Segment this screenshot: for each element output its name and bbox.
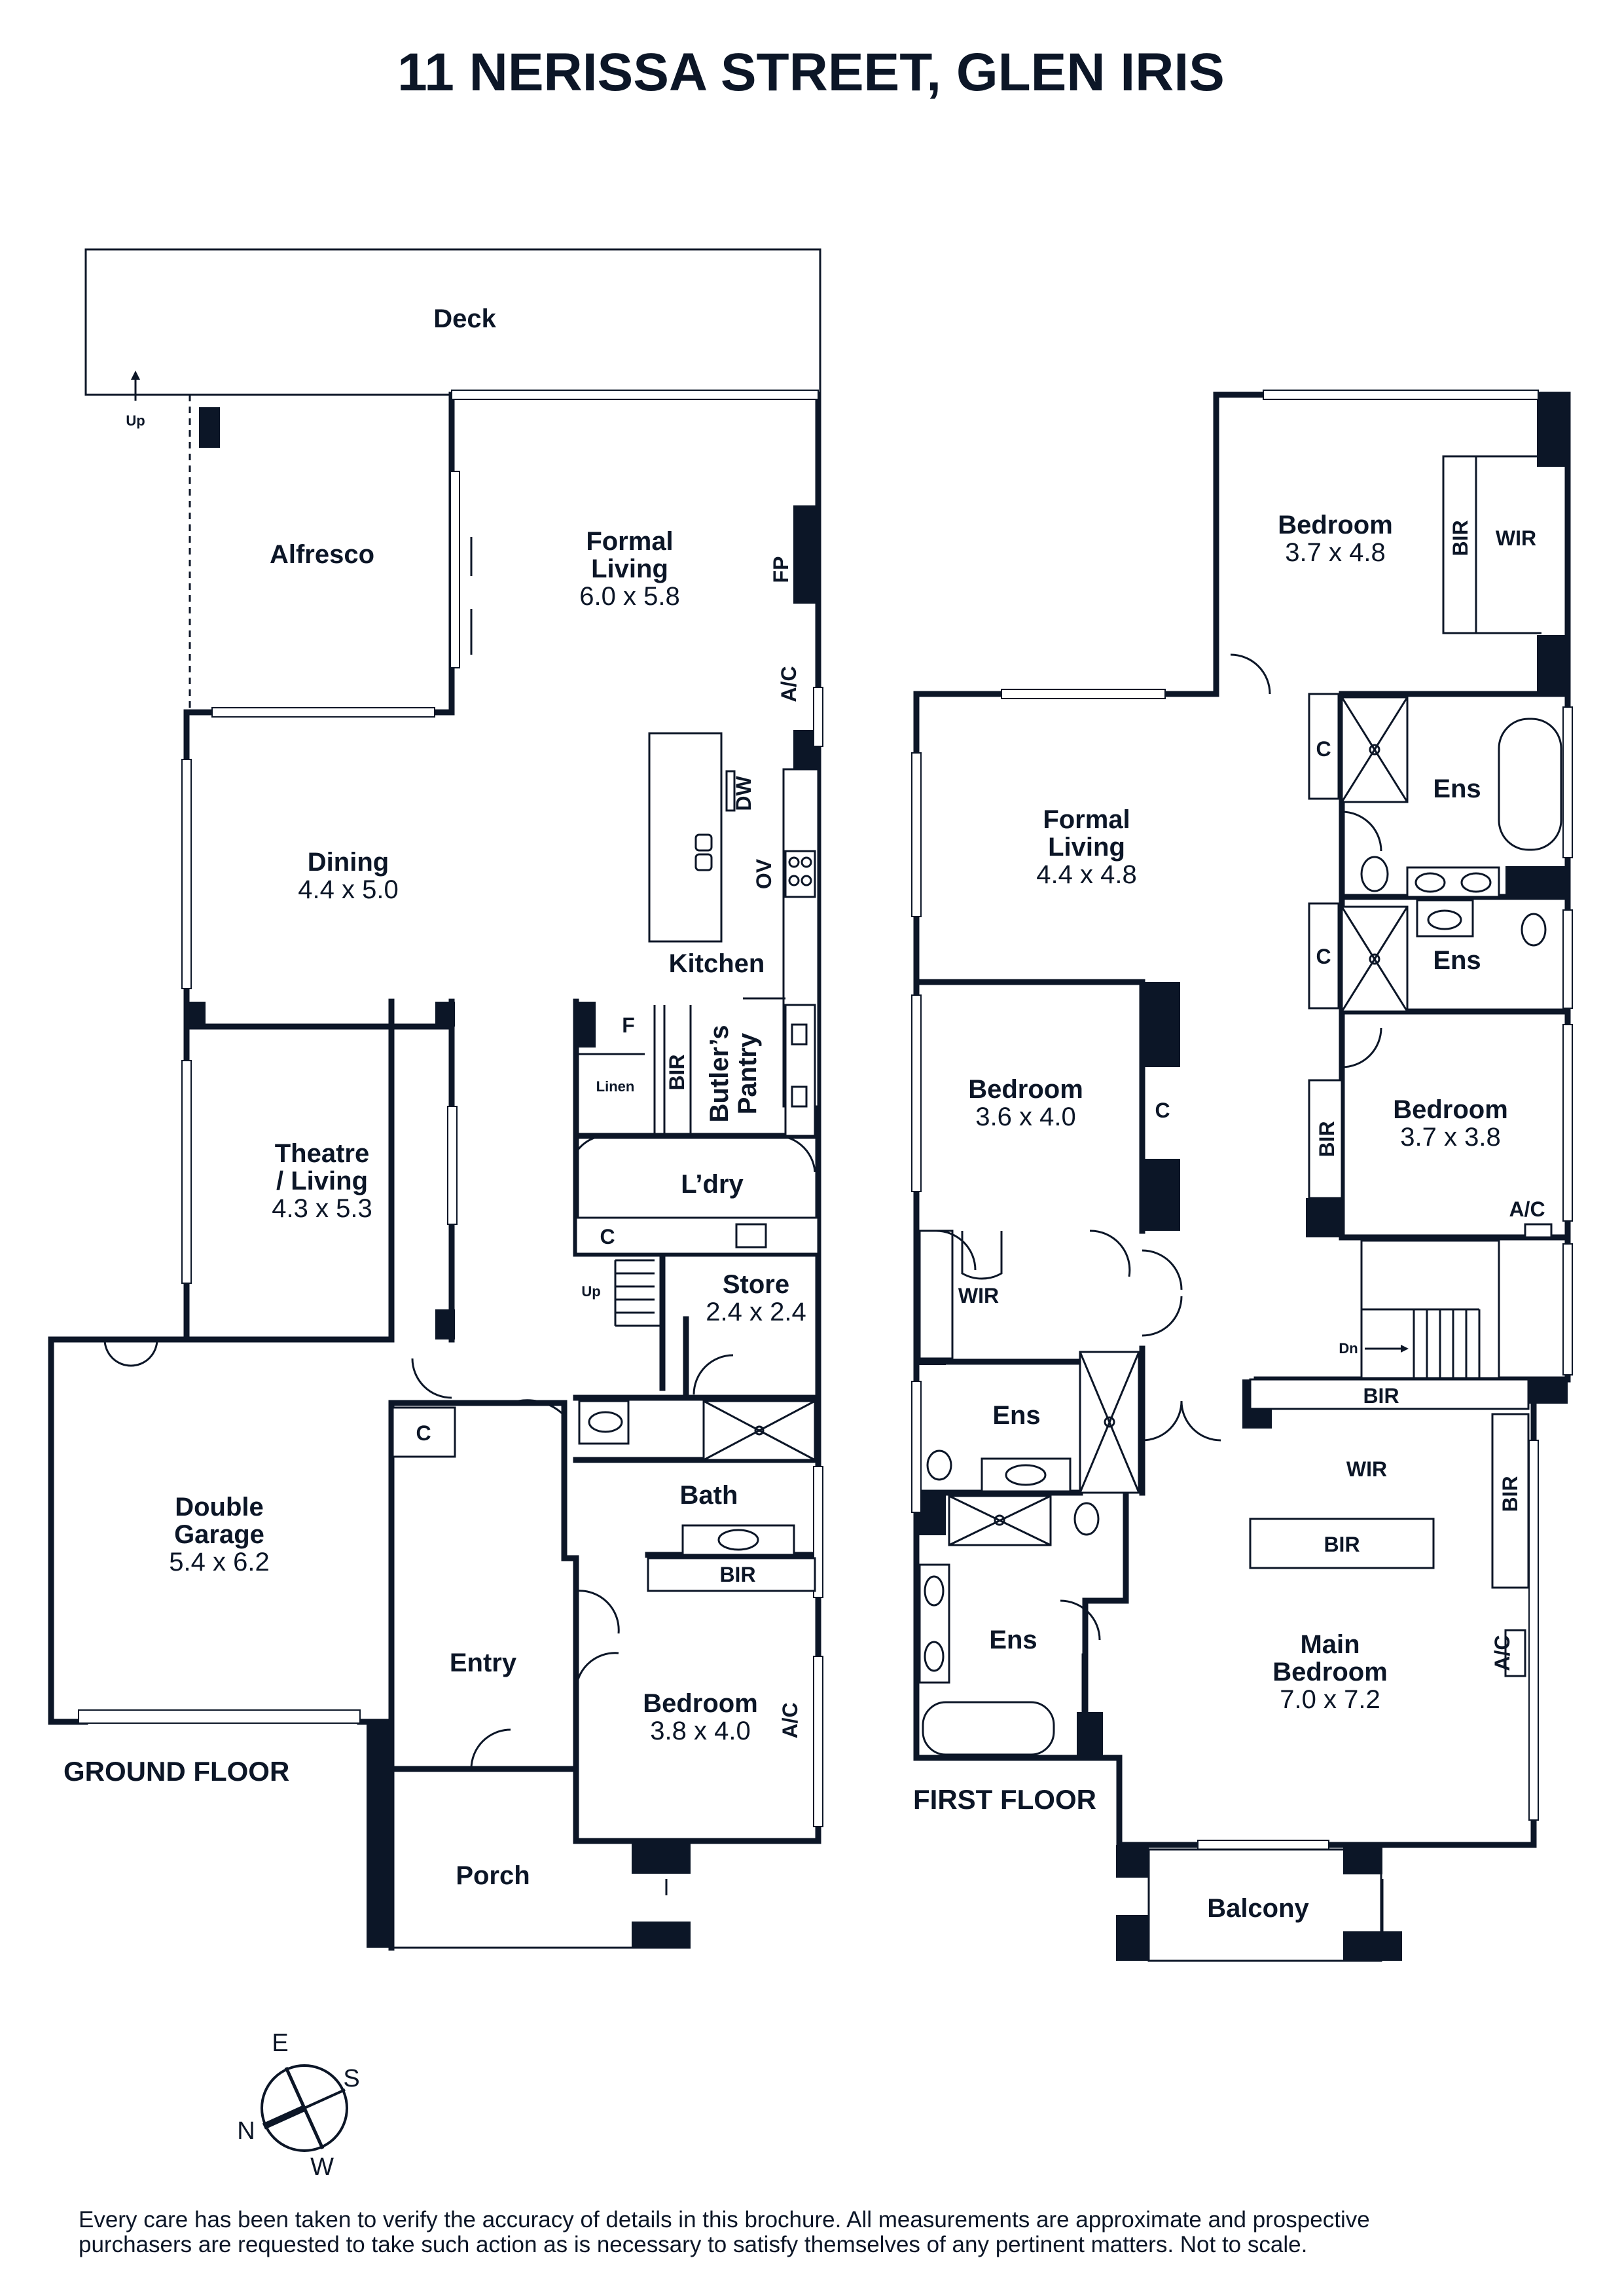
- bir-pantry-label: BIR: [665, 1054, 689, 1090]
- butlers-pantry-2: Pantry: [733, 1032, 762, 1114]
- formal-living-name-1: Formal: [586, 527, 673, 556]
- ff-balcony-label: Balcony: [1207, 1894, 1309, 1923]
- formal-living-dim: 6.0 x 5.8: [579, 582, 679, 611]
- ff-bedroom-nw-name: Bedroom: [1278, 511, 1393, 539]
- ff-bir-landing-label: BIR: [1363, 1384, 1399, 1408]
- ff-c-bed-mid-label: C: [1155, 1099, 1170, 1122]
- ff-ens2-label: Ens: [1433, 946, 1481, 975]
- first-floor-label: FIRST FLOOR: [913, 1784, 1096, 1815]
- bedroom-name: Bedroom: [643, 1689, 758, 1718]
- ff-main-bedroom-name-1: Main: [1300, 1630, 1360, 1659]
- store-name: Store: [723, 1270, 789, 1299]
- theatre-name-2: / Living: [276, 1167, 368, 1195]
- ff-bedroom-mid-dim: 3.6 x 4.0: [975, 1102, 1075, 1131]
- ff-wir-nw-label: WIR: [1496, 526, 1536, 550]
- linen-label: Linen: [596, 1078, 635, 1095]
- laundry-label: L’dry: [681, 1170, 744, 1199]
- compass-e: E: [272, 2030, 288, 2057]
- compass: N E S W: [237, 2030, 359, 2181]
- page-title: 11 NERISSA STREET, GLEN IRIS: [397, 43, 1225, 102]
- ac-living-label: A/C: [777, 666, 801, 702]
- garage-name-2: Garage: [174, 1520, 264, 1549]
- ff-ac-main-label: A/C: [1490, 1635, 1514, 1671]
- store-dim: 2.4 x 2.4: [706, 1298, 806, 1326]
- theatre-dim: 4.3 x 5.3: [272, 1194, 372, 1223]
- theatre-name-1: Theatre: [275, 1139, 370, 1168]
- fridge-label: F: [622, 1013, 635, 1037]
- ff-bedroom-mid-name: Bedroom: [968, 1075, 1083, 1104]
- ff-bir-main-center-label: BIR: [1324, 1533, 1360, 1556]
- ff-ens1-label: Ens: [1433, 774, 1481, 803]
- ff-ens-main-label: Ens: [989, 1626, 1037, 1654]
- deck-up-label: Up: [126, 412, 145, 429]
- dining-dim: 4.4 x 5.0: [298, 875, 398, 904]
- kitchen-label: Kitchen: [669, 949, 765, 978]
- ff-dn-label: Dn: [1339, 1340, 1358, 1357]
- ff-c-ens1-label: C: [1316, 737, 1331, 761]
- butlers-pantry-1: Butler’s: [705, 1025, 734, 1123]
- formal-living-name-2: Living: [591, 555, 668, 583]
- garage-dim: 5.4 x 6.2: [169, 1548, 269, 1576]
- entry-label: Entry: [450, 1649, 517, 1677]
- c-entry-label: C: [416, 1421, 431, 1445]
- ff-bir-nw-label: BIR: [1449, 520, 1472, 556]
- ac-bed-label: A/C: [778, 1702, 802, 1738]
- ground-floor-plan: Deck Up Alfresco Formal Living 6.0 x 5.8…: [48, 248, 823, 1951]
- ff-bir-bed-e-label: BIR: [1315, 1121, 1339, 1157]
- disclaimer-line-1: Every care has been taken to verify the …: [79, 2207, 1370, 2232]
- garage-name-1: Double: [175, 1493, 264, 1522]
- first-floor-plan: Bedroom 3.7 x 4.8 BIR WIR C Ens C Ens Fo…: [911, 390, 1573, 1962]
- compass-n: N: [237, 2117, 255, 2145]
- ff-formal-living-name-2: Living: [1048, 833, 1125, 862]
- up-stairs-label: Up: [581, 1283, 600, 1300]
- porch-label: Porch: [456, 1861, 530, 1890]
- ground-floor-label: GROUND FLOOR: [63, 1756, 289, 1787]
- ff-c-ens2-label: C: [1316, 945, 1331, 968]
- ff-formal-living-dim: 4.4 x 4.8: [1036, 860, 1136, 889]
- compass-s: S: [343, 2065, 359, 2092]
- alfresco-label: Alfresco: [270, 540, 374, 569]
- bir-bed-label: BIR: [719, 1563, 755, 1586]
- ff-bedroom-nw-dim: 3.7 x 4.8: [1285, 538, 1385, 567]
- ff-main-bedroom-dim: 7.0 x 7.2: [1280, 1685, 1380, 1714]
- bedroom-dim: 3.8 x 4.0: [650, 1717, 750, 1745]
- ff-bedroom-e-dim: 3.7 x 3.8: [1400, 1123, 1500, 1152]
- ff-wir-mid-label: WIR: [958, 1284, 999, 1307]
- dining-name: Dining: [308, 848, 389, 877]
- fp-label: FP: [769, 556, 793, 583]
- ff-wir-main-label: WIR: [1346, 1457, 1387, 1481]
- ff-main-bedroom-name-2: Bedroom: [1272, 1658, 1388, 1686]
- ov-label: OV: [752, 858, 776, 889]
- bath-label: Bath: [680, 1481, 738, 1510]
- dw-label: DW: [732, 776, 755, 811]
- c-laundry-label: C: [600, 1225, 615, 1248]
- disclaimer-line-2: purchasers are requested to take such ac…: [79, 2232, 1307, 2257]
- deck-label: Deck: [433, 304, 496, 333]
- compass-w: W: [310, 2153, 334, 2181]
- ff-bedroom-e-name: Bedroom: [1393, 1095, 1508, 1124]
- ff-formal-living-name-1: Formal: [1043, 805, 1130, 834]
- ff-bir-main-side-label: BIR: [1498, 1476, 1522, 1512]
- ff-ac-bed-e-label: A/C: [1509, 1197, 1545, 1221]
- ff-ens-mid-label: Ens: [992, 1401, 1040, 1430]
